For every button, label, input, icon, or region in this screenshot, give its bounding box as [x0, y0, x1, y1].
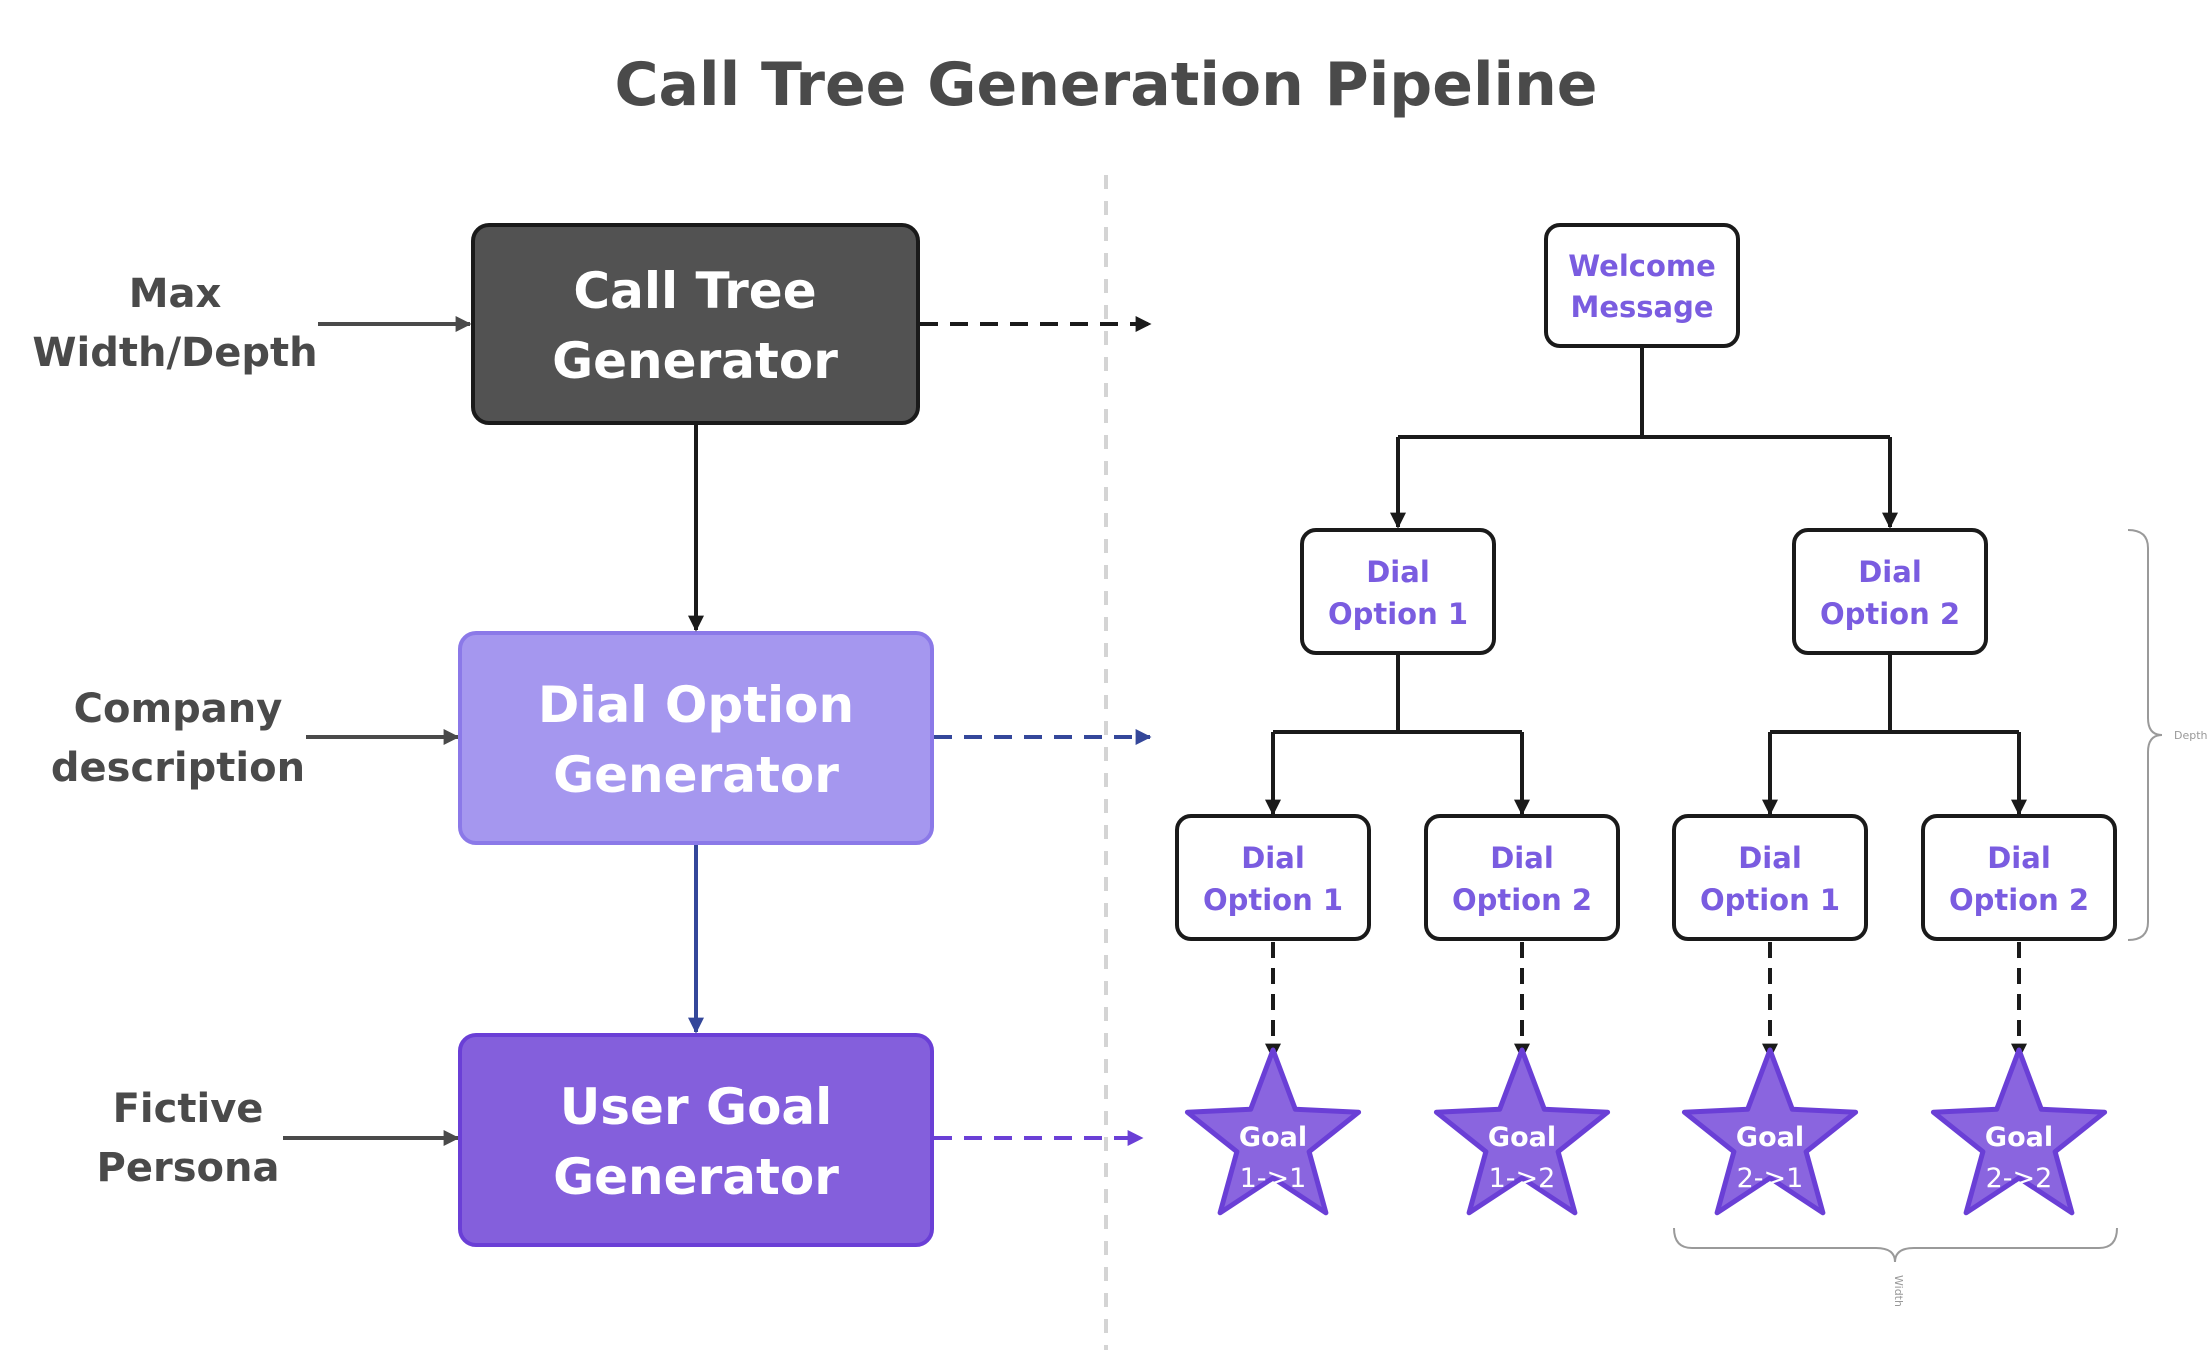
- goal-star-2-2: Goal 2->2: [1930, 1047, 2108, 1216]
- input-label-line: Persona: [97, 1145, 280, 1191]
- input-max-width-depth: Max Width/Depth: [32, 271, 317, 376]
- tree-node-label: Option 2: [1452, 883, 1592, 917]
- tree-node-box: [1672, 814, 1868, 941]
- goal-id: 1->1: [1240, 1163, 1307, 1194]
- star-icon: [1433, 1047, 1611, 1216]
- depth-brace: Depth: [2127, 529, 2208, 941]
- goal-star-1-1: Goal 1->1: [1184, 1047, 1362, 1216]
- generator-label-line: Dial Option: [538, 676, 854, 734]
- goal-id: 2->2: [1986, 1163, 2053, 1194]
- input-label-line: Fictive: [113, 1086, 264, 1132]
- goal-id: 2->1: [1737, 1163, 1804, 1194]
- width-brace: Width: [1673, 1227, 2118, 1307]
- user-goal-generator-box: [458, 1033, 934, 1247]
- tree-node-option-2-2: Dial Option 2: [1921, 814, 2117, 941]
- tree-node-option-2-1: Dial Option 1: [1672, 814, 1868, 941]
- goal-label: Goal: [1736, 1122, 1804, 1153]
- tree-node-box: [1300, 528, 1496, 655]
- input-company-description: Company description: [51, 686, 305, 791]
- tree-node-label: Message: [1570, 290, 1713, 324]
- tree-node-label: Option 2: [1820, 597, 1960, 631]
- dial-option-generator: Dial Option Generator: [458, 631, 934, 845]
- generator-label-line: User Goal: [560, 1078, 833, 1136]
- star-icon: [1930, 1047, 2108, 1216]
- dial-option-generator-box: [458, 631, 934, 845]
- tree-node-label: Dial: [1738, 841, 1802, 875]
- goal-star-1-2: Goal 1->2: [1433, 1047, 1611, 1216]
- tree-node-welcome-message: Welcome Message: [1544, 223, 1740, 348]
- depth-brace-label: Depth: [2174, 729, 2208, 742]
- tree-node-label: Dial: [1987, 841, 2051, 875]
- tree-node-option-1-2: Dial Option 2: [1424, 814, 1620, 941]
- tree-node-label: Option 2: [1949, 883, 2089, 917]
- goal-label: Goal: [1488, 1122, 1556, 1153]
- connector-option1-to-level2: [1273, 655, 1522, 734]
- generator-label-line: Generator: [552, 332, 838, 390]
- goal-label: Goal: [1985, 1122, 2053, 1153]
- tree-node-option-1-1: Dial Option 1: [1175, 814, 1371, 941]
- user-goal-generator: User Goal Generator: [458, 1033, 934, 1247]
- connector-option2-to-level2: [1770, 655, 2019, 734]
- tree-node-label: Option 1: [1203, 883, 1343, 917]
- generator-label-line: Generator: [553, 1148, 839, 1206]
- goal-label: Goal: [1239, 1122, 1307, 1153]
- tree-node-label: Dial: [1858, 555, 1922, 589]
- tree-node-label: Dial: [1366, 555, 1430, 589]
- input-label-line: Company: [74, 686, 283, 732]
- tree-node-box: [1424, 814, 1620, 941]
- call-tree-generator-box: [471, 223, 920, 425]
- diagram-title: Call Tree Generation Pipeline: [615, 50, 1598, 120]
- generator-label-line: Generator: [553, 746, 839, 804]
- goal-star-2-1: Goal 2->1: [1681, 1047, 1859, 1216]
- tree-node-label: Option 1: [1700, 883, 1840, 917]
- depth-brace-shape: [2127, 529, 2163, 941]
- tree-node-box: [1921, 814, 2117, 941]
- star-icon: [1681, 1047, 1859, 1216]
- width-brace-shape: [1673, 1227, 2118, 1263]
- tree-node-option-1: Dial Option 1: [1300, 528, 1496, 655]
- call-tree-generator: Call Tree Generator: [471, 223, 920, 425]
- star-icon: [1184, 1047, 1362, 1216]
- generator-label-line: Call Tree: [573, 262, 816, 320]
- tree-node-label: Welcome: [1568, 249, 1716, 283]
- width-brace-label: Width: [1892, 1275, 1905, 1307]
- input-label-line: Width/Depth: [32, 330, 317, 376]
- connector-root-to-level1: [1398, 348, 1890, 439]
- tree-node-label: Option 1: [1328, 597, 1468, 631]
- tree-node-option-2: Dial Option 2: [1792, 528, 1988, 655]
- input-label-line: Max: [129, 271, 222, 317]
- tree-node-label: Dial: [1241, 841, 1305, 875]
- tree-node-box: [1175, 814, 1371, 941]
- tree-node-box: [1544, 223, 1740, 348]
- goal-id: 1->2: [1489, 1163, 1556, 1194]
- input-label-line: description: [51, 745, 305, 791]
- tree-node-label: Dial: [1490, 841, 1554, 875]
- input-fictive-persona: Fictive Persona: [97, 1086, 280, 1191]
- tree-node-box: [1792, 528, 1988, 655]
